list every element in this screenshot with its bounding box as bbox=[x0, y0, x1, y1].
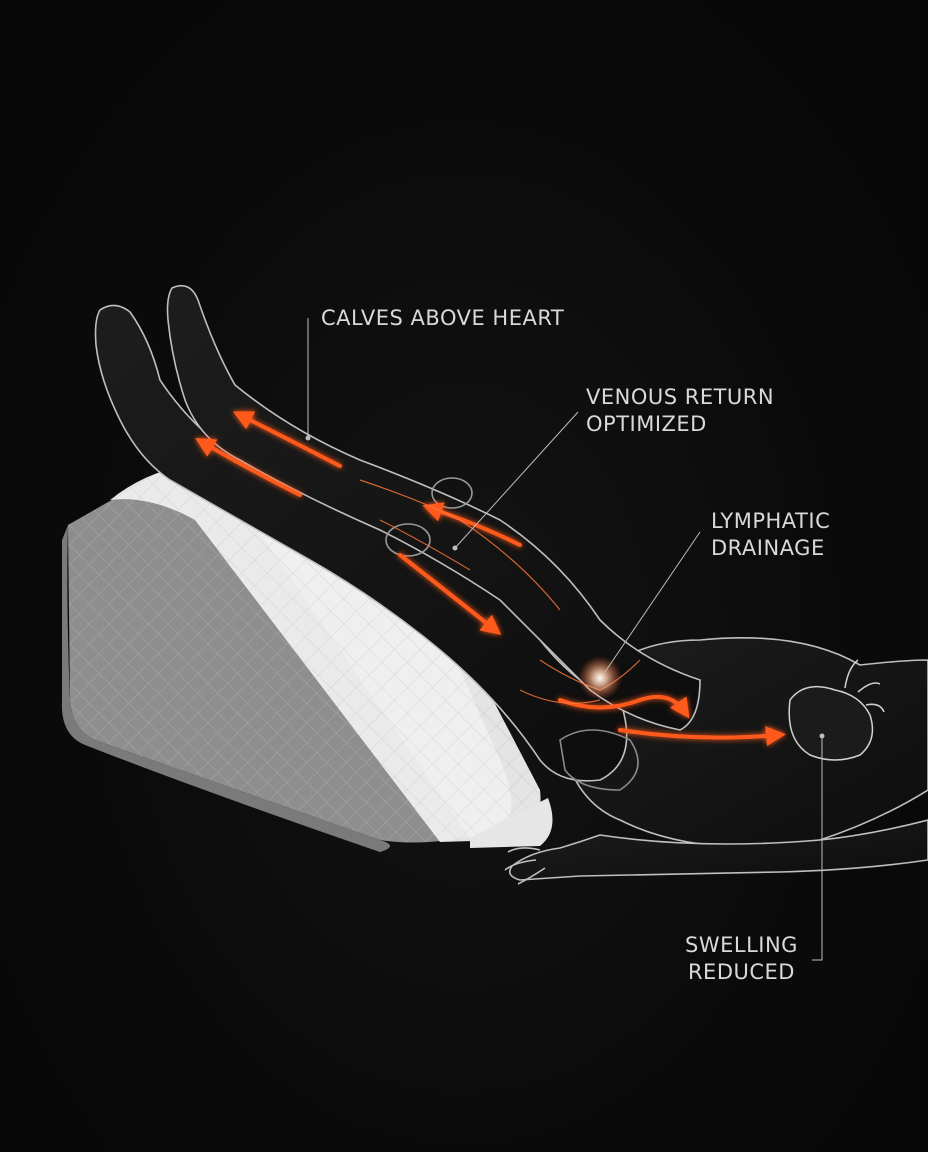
anatomical-heart-icon bbox=[788, 659, 885, 761]
label-line: VENOUS RETURN bbox=[586, 385, 775, 409]
label-line: LYMPHATIC bbox=[711, 509, 831, 533]
drainage-glow bbox=[578, 656, 622, 700]
leader-dot bbox=[819, 733, 825, 739]
label-line: REDUCED bbox=[687, 960, 795, 984]
leader-dot bbox=[305, 435, 311, 441]
wedge-pillow-icon bbox=[61, 461, 553, 852]
orange-flow-arrow-icon bbox=[422, 502, 522, 547]
label-line: CALVES ABOVE HEART bbox=[321, 306, 565, 330]
label-line: OPTIMIZED bbox=[586, 412, 707, 436]
label-line: DRAINAGE bbox=[711, 536, 825, 560]
label-line: SWELLING bbox=[685, 933, 798, 957]
label-calves-above-heart: CALVES ABOVE HEART bbox=[321, 305, 564, 332]
label-lymphatic-drainage: LYMPHATIC DRAINAGE bbox=[711, 508, 830, 562]
orange-flow-arrow-icon bbox=[195, 437, 302, 497]
label-venous-return: VENOUS RETURN OPTIMIZED bbox=[586, 384, 774, 438]
leader-dot bbox=[452, 545, 458, 551]
flow-arrows bbox=[195, 411, 786, 747]
orange-flow-arrow-icon bbox=[558, 695, 690, 719]
leader-lines bbox=[307, 318, 823, 961]
orange-flow-arrow-icon bbox=[618, 726, 786, 747]
orange-flow-arrow-icon bbox=[398, 553, 502, 635]
label-swelling-reduced: SWELLING REDUCED bbox=[685, 932, 798, 986]
orange-flow-arrow-icon bbox=[232, 411, 342, 468]
